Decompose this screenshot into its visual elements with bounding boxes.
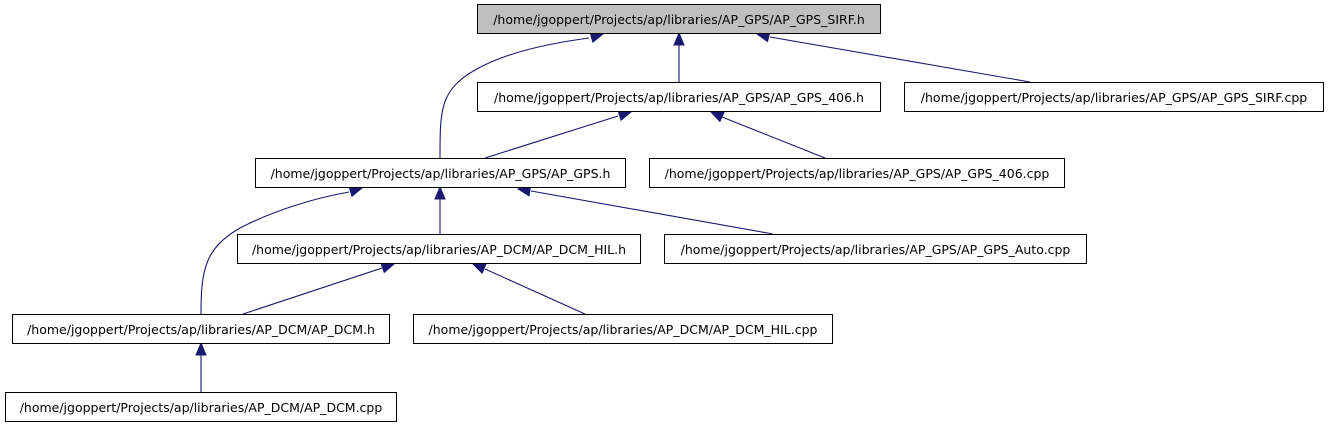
arrowhead-icon xyxy=(434,185,446,200)
edge-n_dcm_hil_cpp-to-n_dcm_hil_h xyxy=(471,263,586,315)
arrowhead-icon xyxy=(380,262,396,274)
edge-line xyxy=(200,191,350,315)
node-box[interactable] xyxy=(12,314,390,344)
node-ap-dcm-h[interactable]: /home/jgoppert/Projects/ap/libraries/AP_… xyxy=(12,314,390,344)
edge-line xyxy=(439,37,590,159)
node-label: /home/jgoppert/Projects/ap/libraries/AP_… xyxy=(665,166,1050,181)
edge-line xyxy=(721,116,826,159)
node-box[interactable] xyxy=(904,82,1324,112)
edge-n_dcm_h-to-n_dcm_hil_h xyxy=(242,262,396,315)
node-label: /home/jgoppert/Projects/ap/libraries/AP_… xyxy=(681,242,1071,257)
edge-n_dcm_cpp-to-n_dcm_h xyxy=(195,341,207,392)
node-label: /home/jgoppert/Projects/ap/libraries/AP_… xyxy=(27,322,375,337)
edge-line xyxy=(484,268,586,315)
edge-n_auto_cpp-to-n_gps_h xyxy=(516,185,774,235)
node-box[interactable] xyxy=(649,158,1065,188)
arrowhead-icon xyxy=(709,111,725,123)
node-box[interactable] xyxy=(664,234,1087,264)
edge-line xyxy=(484,115,619,159)
node-label: /home/jgoppert/Projects/ap/libraries/AP_… xyxy=(20,400,383,415)
node-ap-gps-406-cpp[interactable]: /home/jgoppert/Projects/ap/libraries/AP_… xyxy=(649,158,1065,188)
edge-line xyxy=(242,267,383,315)
node-label: /home/jgoppert/Projects/ap/libraries/AP_… xyxy=(271,166,611,181)
edge-n_406_h-to-n_sirf_h xyxy=(673,31,685,82)
edge-line xyxy=(530,190,774,235)
node-box[interactable] xyxy=(255,158,626,188)
node-ap-gps-h[interactable]: /home/jgoppert/Projects/ap/libraries/AP_… xyxy=(255,158,626,188)
node-ap-dcm-cpp[interactable]: /home/jgoppert/Projects/ap/libraries/AP_… xyxy=(5,392,397,422)
arrowhead-icon xyxy=(471,263,487,275)
arrowhead-icon xyxy=(348,186,364,198)
arrowhead-icon xyxy=(195,341,207,356)
node-label: /home/jgoppert/Projects/ap/libraries/AP_… xyxy=(493,12,865,27)
arrowhead-icon xyxy=(673,31,685,46)
edge-n_406_cpp-to-n_406_h xyxy=(709,111,826,159)
edge-n_gps_h-to-n_406_h xyxy=(484,110,633,159)
node-ap-gps-sirf-h[interactable]: /home/jgoppert/Projects/ap/libraries/AP_… xyxy=(477,4,881,34)
node-box[interactable] xyxy=(477,82,881,112)
node-label: /home/jgoppert/Projects/ap/libraries/AP_… xyxy=(252,242,626,257)
node-box[interactable] xyxy=(5,392,397,422)
node-label: /home/jgoppert/Projects/ap/libraries/AP_… xyxy=(494,90,864,105)
edge-line xyxy=(769,36,1031,83)
edge-n_dcm_hil_h-to-n_gps_h xyxy=(434,185,446,234)
node-label: /home/jgoppert/Projects/ap/libraries/AP_… xyxy=(429,322,818,337)
edge-n_sirf_cpp-to-n_sirf_h xyxy=(755,31,1031,83)
node-ap-dcm-hil-h[interactable]: /home/jgoppert/Projects/ap/libraries/AP_… xyxy=(237,234,641,264)
node-ap-gps-auto-cpp[interactable]: /home/jgoppert/Projects/ap/libraries/AP_… xyxy=(664,234,1087,264)
node-box[interactable] xyxy=(237,234,641,264)
node-ap-gps-sirf-cpp[interactable]: /home/jgoppert/Projects/ap/libraries/AP_… xyxy=(904,82,1324,112)
node-box[interactable] xyxy=(413,314,833,344)
arrowhead-icon xyxy=(617,110,633,122)
node-ap-gps-406-h[interactable]: /home/jgoppert/Projects/ap/libraries/AP_… xyxy=(477,82,881,112)
node-label: /home/jgoppert/Projects/ap/libraries/AP_… xyxy=(921,90,1307,105)
node-box[interactable] xyxy=(477,4,881,34)
node-ap-dcm-hil-cpp[interactable]: /home/jgoppert/Projects/ap/libraries/AP_… xyxy=(413,314,833,344)
